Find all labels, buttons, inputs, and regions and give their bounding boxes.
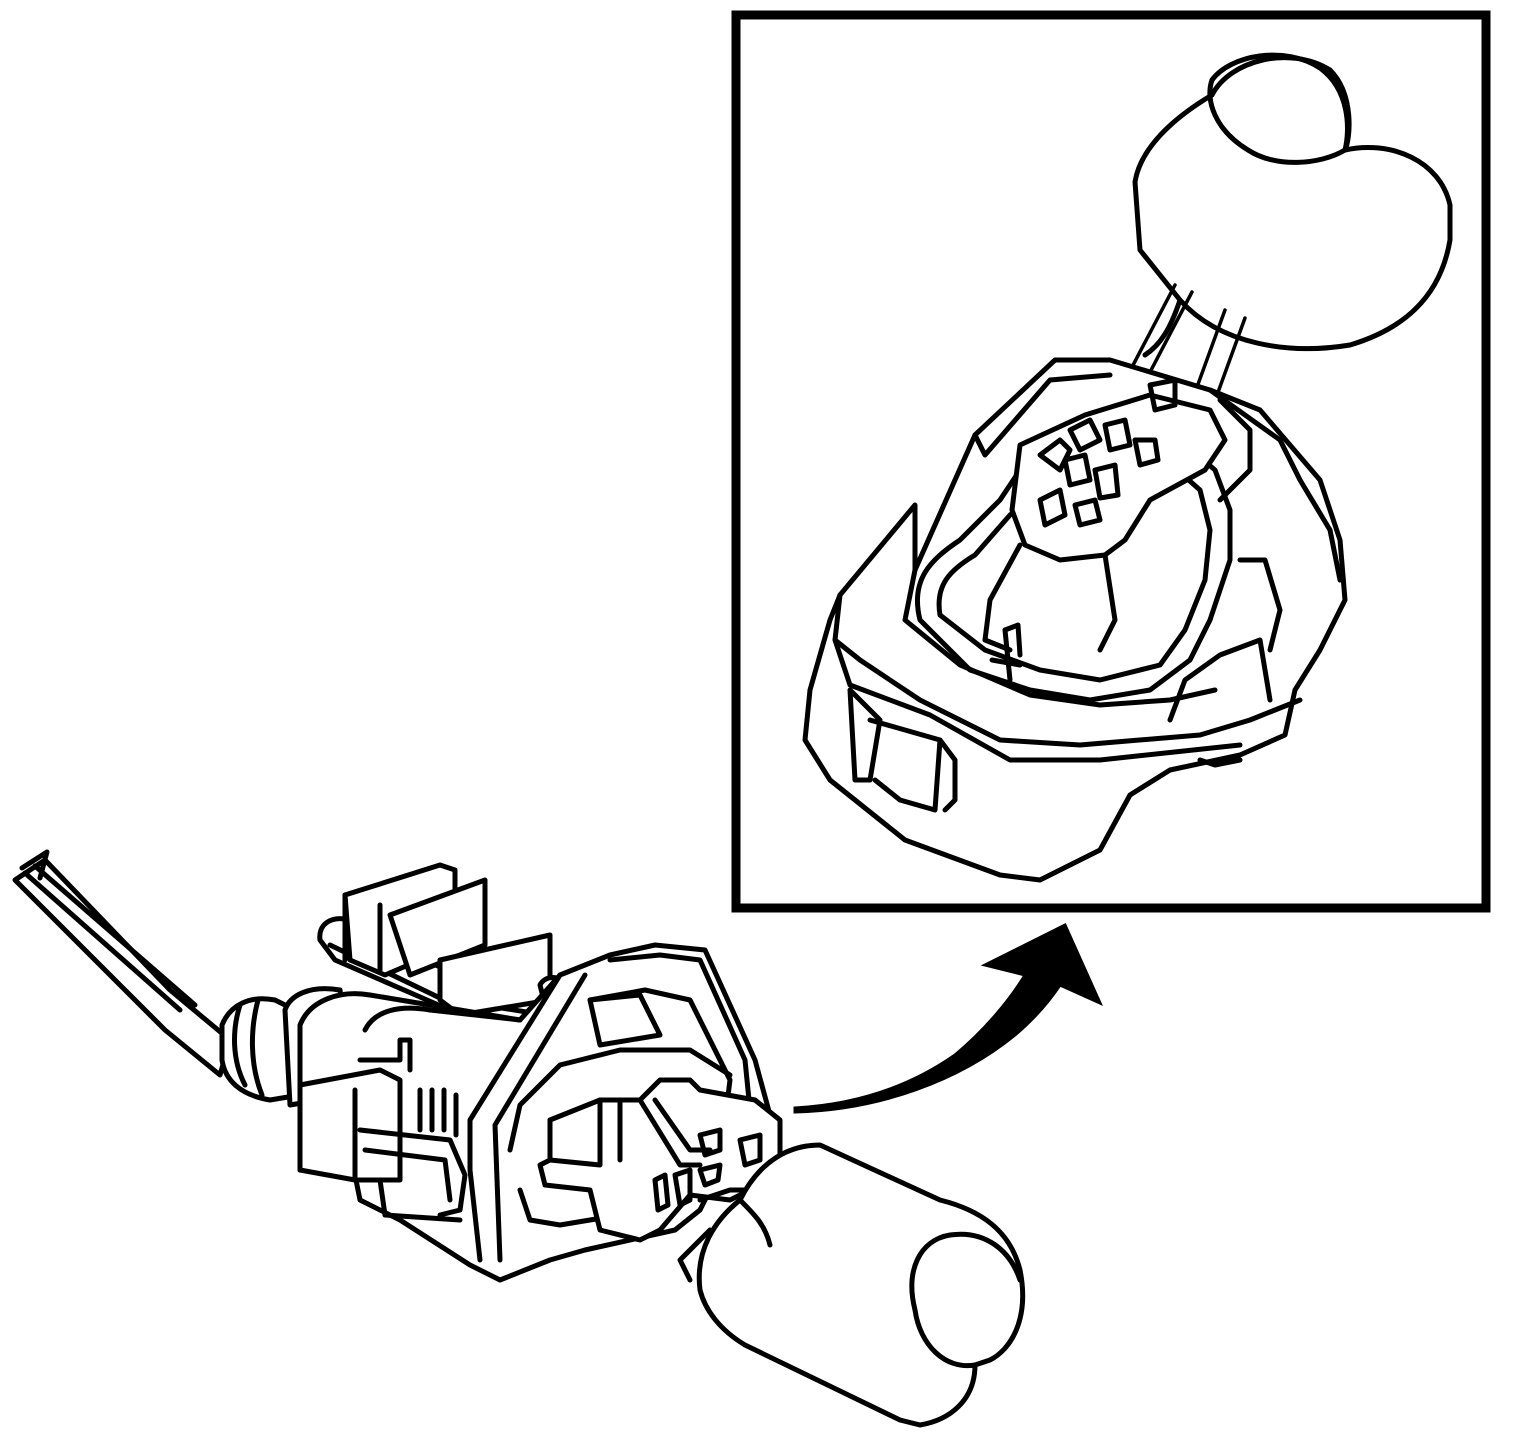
curved-arrow-icon bbox=[793, 922, 1103, 1114]
detail-inset-icon bbox=[731, 10, 1491, 913]
inset-terminal-position-assurance-icon bbox=[982, 377, 1228, 653]
inset-probe-tool-icon bbox=[1132, 52, 1453, 358]
connector-lock-clip-icon bbox=[317, 862, 578, 1033]
inset-connector-body-icon bbox=[802, 357, 1348, 883]
terminal-probe-tool-icon bbox=[677, 1142, 1026, 1428]
terminal-position-assurance-icon bbox=[537, 1077, 783, 1243]
wire-bundle-icon bbox=[12, 849, 233, 1078]
